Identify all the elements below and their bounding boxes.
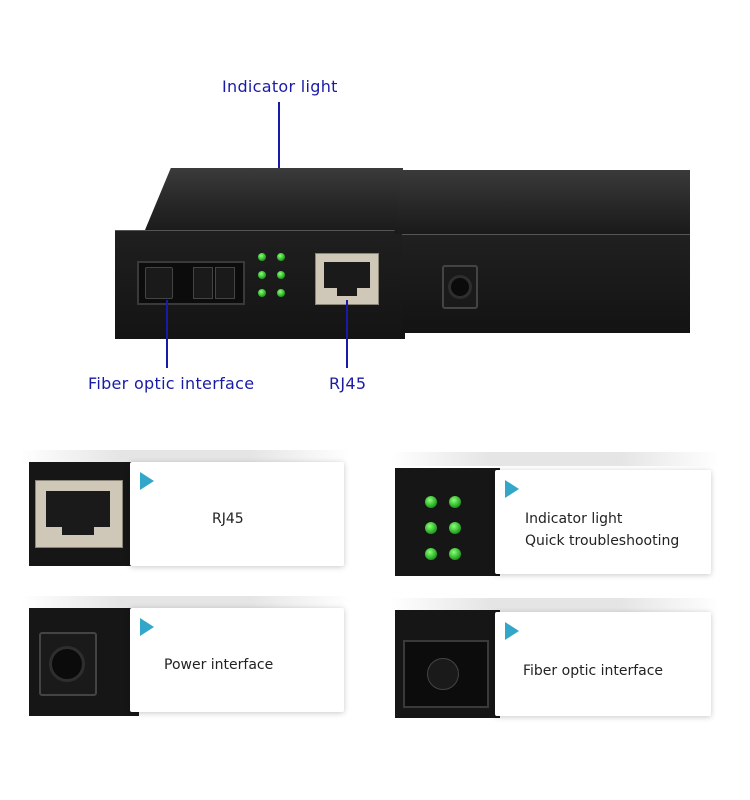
led-indicator [277,271,285,279]
rj45-callout: RJ45 [329,374,367,393]
rj45-info-panel: RJ45 [130,462,344,566]
fiber-thumbnail [395,610,500,718]
card-shadow [390,598,720,612]
led-indicator [449,496,461,508]
card-shadow [20,450,350,464]
device-front-panel [115,230,405,339]
power-jack [442,265,478,309]
rj45-pointer [346,300,348,368]
media-converter-rear-unit [388,170,690,333]
rj45-port [315,253,379,305]
led-indicator [277,253,285,261]
fiber-interface-pointer [166,300,168,368]
accent-play-icon [140,472,154,490]
accent-play-icon [505,622,519,640]
led-indicator [258,271,266,279]
detail-card-rj45: RJ45 [0,440,360,590]
power-jack-ring [448,275,472,299]
fiber-label: Fiber optic interface [523,663,664,679]
product-hero: Indicator light [88,77,690,393]
media-converter-unit [115,168,405,339]
indicator-light-callout: Indicator light [222,77,338,96]
fiber-port-socket [427,658,459,690]
power-label: Power interface [164,657,274,673]
fiber-interface-callout: Fiber optic interface [88,374,255,393]
led-indicator [425,522,437,534]
detail-card-indicator: Indicator light Quick troubleshooting [380,440,730,590]
indicator-thumbnail [395,468,500,576]
fiber-port-latch [193,267,213,299]
card-shadow [390,452,720,466]
power-info-panel: Power interface [130,608,344,712]
accent-play-icon [140,618,154,636]
card-shadow [20,596,350,610]
accent-play-icon [505,480,519,498]
rj45-port-opening [46,491,110,527]
led-indicator [258,253,266,261]
device-top-face [145,168,403,230]
fiber-port [403,640,489,708]
led-indicator [425,548,437,560]
fiber-port-latch [215,267,235,299]
led-indicator [425,496,437,508]
led-indicator [449,548,461,560]
rj45-label: RJ45 [212,511,244,527]
fiber-info-panel: Fiber optic interface [495,612,711,716]
device-rear-panel [402,234,690,333]
rj45-thumbnail [29,462,139,566]
led-indicator [277,289,285,297]
power-jack [39,632,97,696]
indicator-info-panel: Indicator light Quick troubleshooting [495,470,711,574]
indicator-sublabel: Quick troubleshooting [525,533,680,549]
rj45-port-clip [337,288,357,296]
rj45-port-opening [324,262,370,288]
led-indicator [449,522,461,534]
power-jack-ring [49,646,85,682]
indicator-label: Indicator light [525,511,623,527]
fiber-port-socket [145,267,173,299]
detail-card-fiber: Fiber optic interface [380,590,730,730]
detail-card-power: Power interface [0,590,360,730]
rj45-port-clip [62,525,94,535]
fiber-port [137,261,245,305]
led-indicator [258,289,266,297]
power-thumbnail [29,608,139,716]
device-top-face [394,170,690,234]
rj45-port [35,480,123,548]
